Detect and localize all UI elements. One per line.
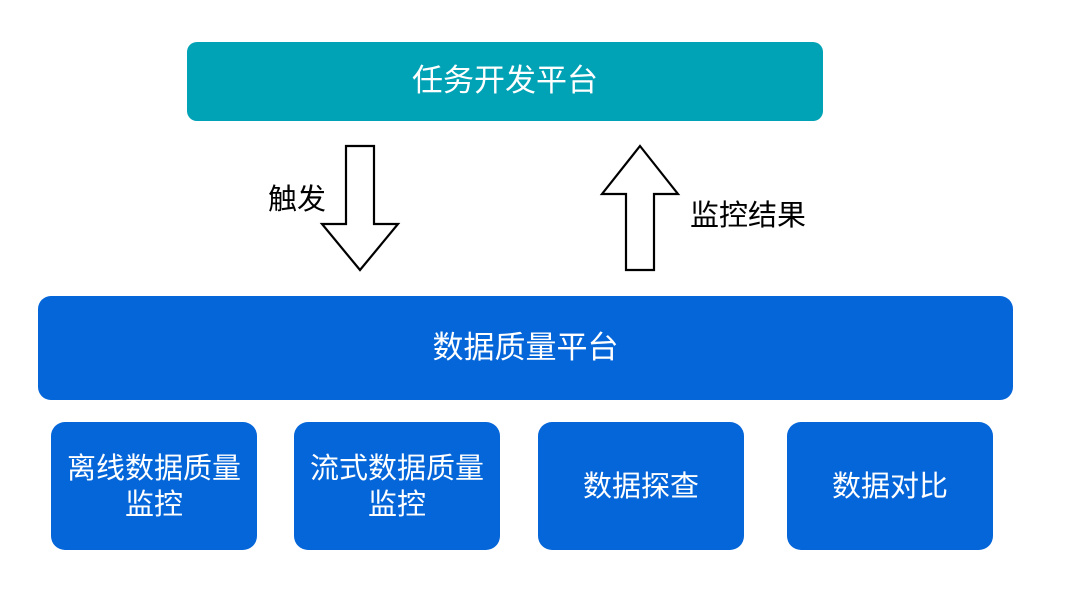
trigger-arrow-down [319, 144, 401, 272]
module-label: 数据对比 [831, 468, 948, 503]
result-arrow-up [599, 144, 681, 272]
module-streaming-quality-monitoring: 流式数据质量 监控 [294, 422, 500, 550]
module-offline-quality-monitoring: 离线数据质量 监控 [51, 422, 257, 550]
module-data-comparison: 数据对比 [787, 422, 993, 550]
task-dev-platform-label: 任务开发平台 [412, 63, 598, 100]
data-quality-platform-label: 数据质量平台 [432, 329, 619, 366]
data-quality-platform-box: 数据质量平台 [38, 296, 1013, 400]
monitoring-result-label: 监控结果 [690, 198, 807, 232]
module-label: 流式数据质量 监控 [309, 450, 484, 521]
trigger-label: 触发 [268, 182, 327, 216]
module-label: 数据探查 [582, 468, 699, 503]
module-label: 离线数据质量 监控 [66, 450, 241, 521]
module-data-exploration: 数据探查 [538, 422, 744, 550]
task-dev-platform-box: 任务开发平台 [187, 42, 823, 121]
